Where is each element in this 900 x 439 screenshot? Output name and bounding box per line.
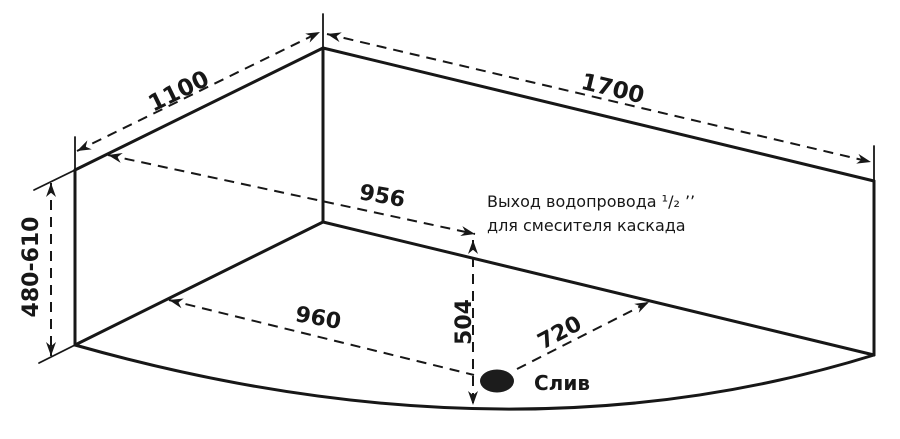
dim-label-720: 720 [534, 311, 586, 355]
drain-label: Слив [534, 371, 590, 395]
water-outlet-note-line2: для смесителя каскада [487, 216, 686, 235]
extension-rim-left [33, 169, 76, 191]
dim-line-960 [168, 298, 475, 376]
water-outlet-note: Выход водопровода ¹/₂ ’’ для смесителя к… [487, 192, 695, 235]
tub-front-apron-curve [73, 343, 876, 411]
drain-ellipse [480, 369, 514, 393]
dim-label-960: 960 [293, 302, 343, 335]
dim-label-1700: 1700 [578, 69, 646, 109]
dim-label-956: 956 [357, 180, 407, 213]
dim-label-480-610: 480-610 [19, 217, 44, 318]
dim-line-956 [107, 153, 476, 236]
dim-line-1100 [76, 31, 321, 152]
dim-line-1700 [326, 32, 872, 164]
dim-label-504: 504 [452, 299, 477, 345]
dim-label-1100: 1100 [144, 66, 213, 117]
tub-rim-edges [73, 46, 876, 183]
water-outlet-note-line1: Выход водопровода ¹/₂ ’’ [487, 192, 695, 211]
dimension-lines [46, 31, 872, 405]
dim-line-720 [516, 301, 650, 370]
tub-outline [73, 46, 876, 411]
extension-floor-left [38, 344, 76, 364]
extension-lines [33, 13, 875, 364]
dimension-labels: 1100 1700 956 480-610 960 504 720 [19, 66, 647, 355]
